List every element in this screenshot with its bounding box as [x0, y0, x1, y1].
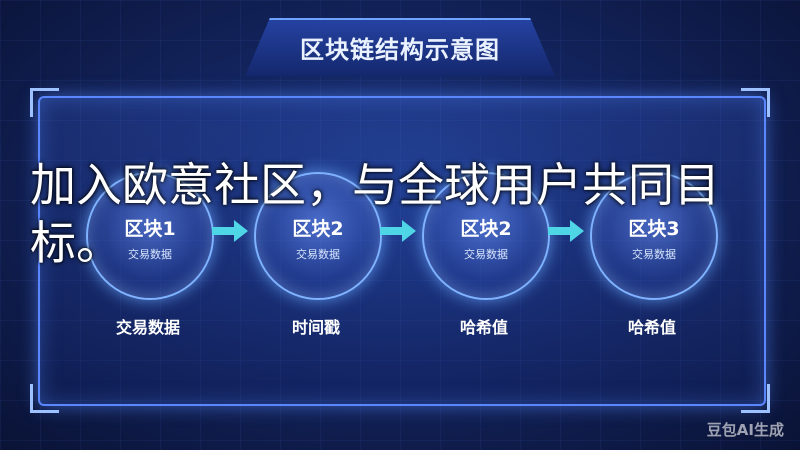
block-caption: 交易数据 [115, 318, 180, 337]
block-subtitle: 交易数据 [128, 248, 172, 261]
arrow-right-icon [380, 220, 416, 242]
block-node-4: 区块3 交易数据 [590, 172, 718, 300]
block-caption: 哈希值 [459, 318, 508, 337]
block-caption: 哈希值 [627, 318, 676, 337]
watermark: 豆包AI生成 [706, 421, 784, 439]
block-title: 区块1 [124, 218, 176, 240]
panel-corner-top-right [741, 88, 770, 117]
arrow-right-icon [212, 220, 248, 242]
title-banner [245, 18, 555, 76]
panel-corner-bottom-left [30, 384, 59, 413]
arrow-right-icon [548, 220, 584, 242]
block-subtitle: 交易数据 [464, 248, 508, 261]
block-subtitle: 交易数据 [296, 248, 340, 261]
block-node-1: 区块1 交易数据 [86, 172, 214, 300]
block-title: 区块2 [292, 218, 344, 240]
block-caption: 时间戳 [291, 318, 340, 337]
block-subtitle: 交易数据 [632, 248, 676, 261]
panel-corner-bottom-right [741, 384, 770, 413]
diagram-title: 区块链结构示意图 [300, 36, 500, 64]
panel-corner-top-left [30, 88, 59, 117]
block-node-3: 区块2 交易数据 [422, 172, 550, 300]
block-title: 区块3 [628, 218, 680, 240]
block-node-2: 区块2 交易数据 [254, 172, 382, 300]
overlay-caption-text: 加入欧意社区，与全球用户共同目标。 [30, 158, 720, 270]
block-title: 区块2 [460, 218, 512, 240]
